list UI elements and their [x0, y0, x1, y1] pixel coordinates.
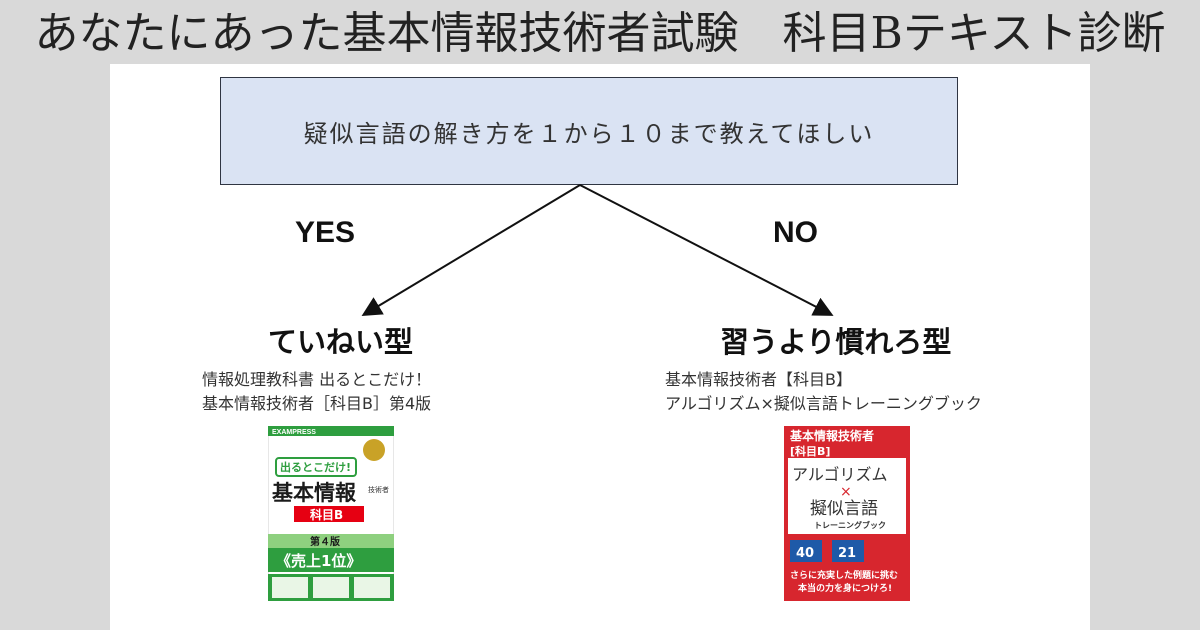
- left-cover-side: 技術者: [368, 485, 389, 494]
- result-left-type: ていねい型: [268, 325, 414, 359]
- right-cover-num1: 40: [796, 546, 814, 561]
- left-cover-catch: 出るとこだけ!: [280, 460, 351, 474]
- left-book-cover: EXAMPRESS 出るとこだけ! 基本情報 技術者 科目B 第４版 《売上1位…: [268, 426, 394, 601]
- yes-arrow: [361, 184, 581, 317]
- right-book-cover: 基本情報技術者 [科目B] アルゴリズム × 擬似言語 トレーニングブック 40…: [784, 426, 910, 601]
- left-book-title-line1: 情報処理教科書 出るとこだけ！: [202, 370, 432, 389]
- page-title: あなたにあった基本情報技術者試験 科目Bテキスト診断: [34, 8, 1166, 59]
- result-right-type: 習うより慣れろ型: [720, 325, 952, 359]
- yes-label: YES: [295, 216, 356, 249]
- question-box: 疑似言語の解き方を１から１０まで教えてほしい: [220, 77, 958, 185]
- no-arrow: [579, 184, 834, 316]
- right-cover-title2: 擬似言語: [810, 499, 878, 519]
- question-text: 疑似言語の解き方を１から１０まで教えてほしい: [303, 119, 875, 148]
- left-cover-edition: 第４版: [310, 535, 340, 548]
- right-cover-title1: アルゴリズム: [792, 465, 888, 484]
- right-cover-num2: 21: [838, 546, 856, 561]
- diagram-panel: 疑似言語の解き方を１から１０まで教えてほしい YES NO ていねい型 習うより…: [110, 64, 1090, 630]
- right-cover-top: 基本情報技術者: [789, 428, 874, 443]
- branch-arrows: [361, 184, 834, 317]
- right-book-title-line2: アルゴリズム×擬似言語トレーニングブック: [665, 394, 982, 413]
- right-cover-cross: ×: [840, 484, 852, 500]
- right-cover-sub: トレーニングブック: [814, 520, 886, 530]
- right-cover-catch1: さらに充実した例題に挑む: [790, 569, 898, 581]
- right-book-title-line1: 基本情報技術者【科目B】: [665, 370, 852, 389]
- left-cover-title: 基本情報: [272, 481, 357, 505]
- left-cover-publisher: EXAMPRESS: [272, 429, 316, 436]
- right-cover-catch2: 本当の力を身につけろ!: [798, 582, 892, 594]
- left-cover-subject: 科目B: [310, 507, 343, 522]
- no-label: NO: [773, 216, 818, 249]
- right-cover-subject: [科目B]: [790, 444, 830, 458]
- left-cover-badge: 《売上1位》: [276, 552, 361, 570]
- left-book-title-line2: 基本情報技術者［科目B］第4版: [202, 394, 432, 413]
